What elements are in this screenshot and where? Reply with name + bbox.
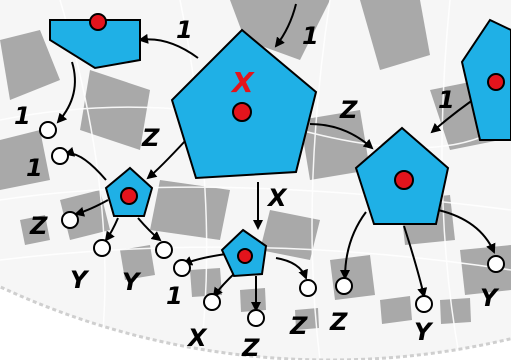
edges	[56, 3, 496, 312]
label-root-bottom: X	[266, 184, 288, 212]
label-left-y1: Y	[70, 266, 90, 294]
label-right-in: 1	[438, 86, 455, 114]
label-topleft: 1	[176, 16, 193, 44]
label-bottom-x: X	[186, 324, 208, 352]
label-farleft-top: 1	[14, 102, 31, 130]
label-top-in: 1	[302, 22, 319, 50]
label-right-z: Z	[329, 308, 348, 336]
label-bottom-1: 1	[166, 282, 183, 310]
label-right-y2: Y	[480, 284, 500, 312]
label-left-y2: Y	[122, 268, 142, 296]
label-farleft-mid: 1	[26, 154, 43, 182]
label-bottom-z1: Z	[241, 334, 260, 360]
label-bottom-z2: Z	[289, 312, 308, 340]
red-nodes	[89, 13, 505, 264]
white-nodes	[39, 121, 505, 327]
label-root-left: Z	[141, 124, 160, 152]
pentagon-farright	[460, 18, 511, 141]
label-left-z: Z	[29, 212, 48, 240]
label-root-right: Z	[339, 96, 358, 124]
label-right-y1: Y	[414, 318, 434, 346]
pentagon-topleft	[49, 19, 141, 70]
edge-labels: 1 1 Z Z X 1 1 1 Z Y Y 1 X Z Z Z Y Y	[14, 16, 500, 360]
root-label: X	[230, 66, 255, 99]
